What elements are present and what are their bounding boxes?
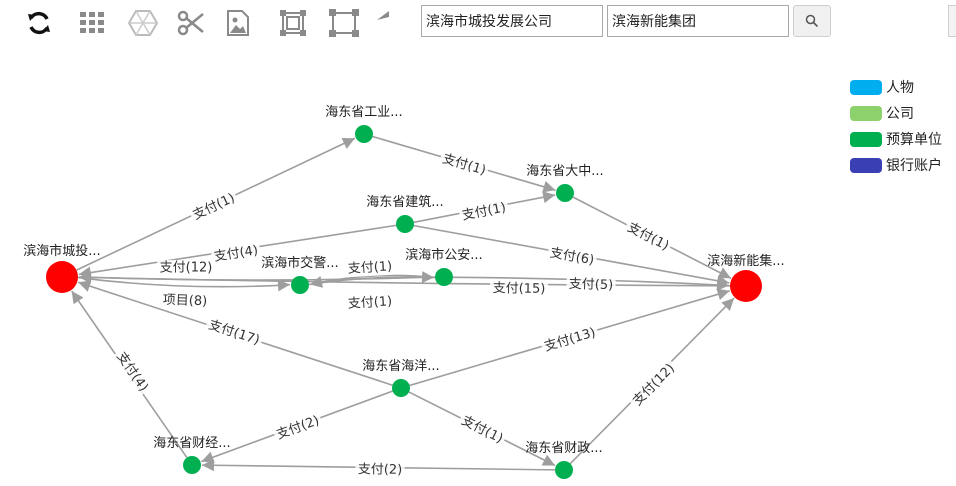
node-label: 滨海市交警...: [261, 255, 338, 271]
node-label: 海东省建筑...: [366, 194, 443, 210]
legend-label: 人物: [886, 80, 914, 96]
node-xinneng[interactable]: [730, 270, 762, 302]
box-select-icon[interactable]: [325, 4, 363, 42]
legend-item-bank-account[interactable]: 银行账户: [850, 152, 942, 178]
node-chengtou[interactable]: [46, 261, 78, 293]
edge-label-background: [489, 280, 549, 298]
edge-label: 支付(2): [275, 413, 322, 442]
toolbar: [0, 0, 956, 46]
edge-label: 支付(4): [113, 349, 151, 394]
node-label: 海东省海洋...: [362, 359, 439, 374]
node-label: 海东省大中...: [526, 164, 603, 179]
edge-label-background: [210, 242, 262, 266]
grid-icon[interactable]: [73, 4, 111, 42]
edge-label-background: [627, 358, 681, 412]
refresh-icon[interactable]: [20, 4, 58, 42]
edge-label-background: [188, 189, 240, 225]
search-to-input[interactable]: [607, 5, 789, 37]
legend-swatch: [850, 131, 882, 147]
edge-label-background: [203, 316, 265, 350]
edge-label: 支付(1): [191, 191, 238, 224]
legend-swatch: [850, 105, 882, 121]
edge-label: 支付(1): [459, 413, 505, 446]
edge-label: 支付(1): [347, 294, 392, 311]
node-caizheng[interactable]: [555, 461, 573, 479]
node-jiaojing[interactable]: [291, 276, 309, 294]
search-from-input[interactable]: [421, 5, 603, 37]
edge-label-background: [160, 292, 210, 310]
edge-label: 支付(2): [358, 462, 403, 478]
edge-label: 支付(1): [347, 259, 392, 276]
legend-label: 银行账户: [886, 158, 942, 174]
legend-swatch: [850, 157, 882, 173]
edge-label: 支付(4): [213, 243, 259, 265]
legend-swatch: [850, 79, 882, 95]
node-label: 滨海新能集...: [707, 253, 784, 269]
legend-label: 公司: [886, 106, 914, 122]
node-gongye[interactable]: [355, 125, 373, 143]
node-gongan[interactable]: [435, 268, 453, 286]
edge-line[interactable]: [77, 276, 291, 292]
edge-label-background: [566, 276, 616, 294]
hexagon-icon[interactable]: [124, 4, 162, 42]
edge-label: 支付(17): [207, 318, 262, 349]
edge-label-background: [355, 461, 405, 479]
node-caijing[interactable]: [183, 456, 201, 474]
edge-label-background: [345, 293, 395, 313]
edge-label-background: [458, 199, 510, 225]
edge-label-background: [539, 324, 601, 356]
node-label: 滨海市城投...: [23, 243, 100, 259]
edge-label: 支付(13): [543, 325, 598, 354]
edge-label: 支付(1): [441, 152, 488, 179]
legend-item-company[interactable]: 公司: [850, 100, 942, 126]
image-icon[interactable]: [219, 4, 257, 42]
node-haiyang[interactable]: [392, 379, 410, 397]
legend-item-person[interactable]: 人物: [850, 74, 942, 100]
frame-select-icon[interactable]: [274, 4, 312, 42]
edge-label: 支付(1): [625, 220, 671, 254]
node-dazhong[interactable]: [556, 184, 574, 202]
edge-label-background: [111, 347, 153, 397]
search-button[interactable]: [793, 5, 831, 37]
scissors-icon[interactable]: [172, 4, 210, 42]
edge-label: 支付(12): [160, 261, 213, 276]
legend-label: 预算单位: [886, 132, 942, 148]
edge-label: 支付(15): [493, 281, 546, 297]
edge-label: 项目(8): [163, 293, 208, 309]
undo-icon[interactable]: [372, 4, 410, 42]
node-label: 滨海市公安...: [405, 247, 482, 263]
node-label: 海东省工业...: [325, 105, 402, 120]
edge-label-background: [272, 412, 324, 444]
node-label: 海东省财经...: [153, 436, 230, 451]
edge-label-background: [546, 244, 598, 270]
edge-label-background: [157, 260, 215, 276]
edge-label: 支付(12): [630, 361, 678, 409]
edge-line[interactable]: [78, 271, 731, 287]
node-jianzhu[interactable]: [396, 215, 414, 233]
legend-item-budget-unit[interactable]: 预算单位: [850, 126, 942, 152]
edge-label-background: [456, 411, 508, 449]
edge-label: 支付(5): [569, 277, 614, 293]
search-icon: [805, 14, 819, 28]
node-label: 海东省财政...: [525, 441, 602, 456]
legend: 人物 公司 预算单位 银行账户: [850, 74, 942, 178]
edge-label-background: [438, 150, 490, 180]
edge-label-background: [622, 218, 674, 256]
panel-toggle[interactable]: [948, 5, 956, 37]
edge-label-background: [345, 258, 395, 278]
